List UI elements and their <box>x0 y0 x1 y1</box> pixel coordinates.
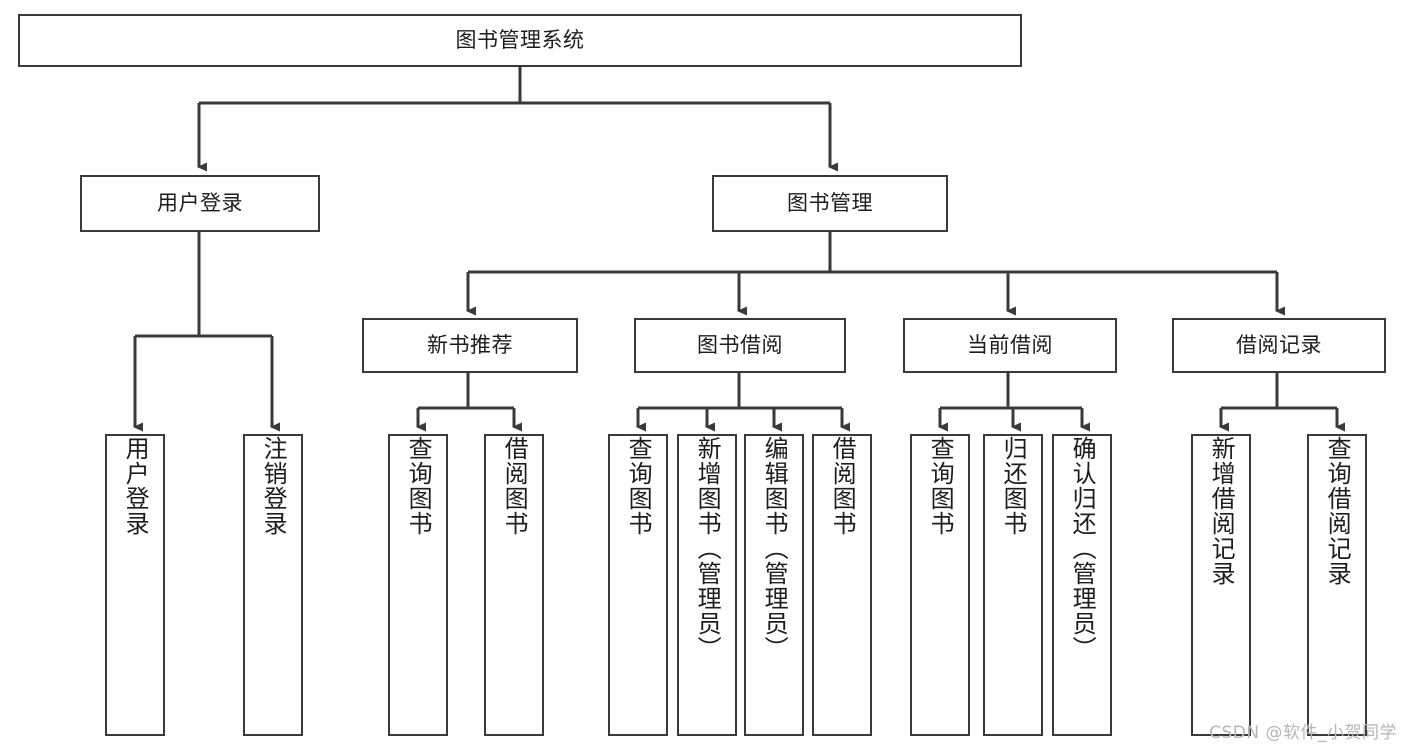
node-book-borrow[interactable]: 图书借阅 <box>634 318 846 373</box>
node-root-label: 图书管理系统 <box>455 27 585 52</box>
node-leaf-query-record[interactable]: 查询借阅记录 <box>1307 434 1367 736</box>
node-leaf-add-book-label: 新增图书（管理员） <box>693 436 722 661</box>
node-leaf-query-record-label: 查询借阅记录 <box>1323 436 1352 586</box>
csdn-watermark: CSDN @软件_小贺同学 <box>1209 723 1397 743</box>
node-leaf-query-book-2-label: 查询图书 <box>624 436 653 536</box>
node-leaf-add-book[interactable]: 新增图书（管理员） <box>677 434 737 736</box>
node-borrow-record[interactable]: 借阅记录 <box>1172 318 1386 373</box>
node-leaf-edit-book[interactable]: 编辑图书（管理员） <box>744 434 804 736</box>
node-leaf-return-book-label: 归还图书 <box>999 436 1028 536</box>
node-leaf-borrow-book-1[interactable]: 借阅图书 <box>484 434 544 736</box>
node-leaf-confirm-return-label: 确认归还（管理员） <box>1068 436 1097 661</box>
node-root[interactable]: 图书管理系统 <box>18 14 1022 67</box>
node-current-borrow-label: 当前借阅 <box>967 332 1053 357</box>
node-leaf-query-book-3-label: 查询图书 <box>926 436 955 536</box>
node-borrow-record-label: 借阅记录 <box>1236 332 1322 357</box>
node-leaf-borrow-book-1-label: 借阅图书 <box>500 436 529 536</box>
node-new-book-recommend[interactable]: 新书推荐 <box>362 318 578 373</box>
node-leaf-add-record[interactable]: 新增借阅记录 <box>1191 434 1251 736</box>
node-leaf-edit-book-label: 编辑图书（管理员） <box>760 436 789 661</box>
node-leaf-add-record-label: 新增借阅记录 <box>1207 436 1236 586</box>
node-book-manage[interactable]: 图书管理 <box>712 175 948 232</box>
node-leaf-borrow-book-2-label: 借阅图书 <box>828 436 857 536</box>
node-leaf-user-login[interactable]: 用户登录 <box>105 434 165 736</box>
node-leaf-query-book-2[interactable]: 查询图书 <box>608 434 668 736</box>
node-user-login-label: 用户登录 <box>157 190 243 215</box>
node-leaf-logout[interactable]: 注销登录 <box>243 434 303 736</box>
node-leaf-query-book-3[interactable]: 查询图书 <box>910 434 970 736</box>
node-leaf-borrow-book-2[interactable]: 借阅图书 <box>812 434 872 736</box>
node-current-borrow[interactable]: 当前借阅 <box>903 318 1117 373</box>
node-leaf-user-login-label: 用户登录 <box>121 436 150 536</box>
node-leaf-query-book-1[interactable]: 查询图书 <box>388 434 448 736</box>
node-leaf-query-book-1-label: 查询图书 <box>404 436 433 536</box>
node-book-manage-label: 图书管理 <box>787 190 873 215</box>
node-book-borrow-label: 图书借阅 <box>697 332 783 357</box>
node-leaf-return-book[interactable]: 归还图书 <box>983 434 1043 736</box>
node-user-login[interactable]: 用户登录 <box>80 175 320 232</box>
node-leaf-logout-label: 注销登录 <box>259 436 288 536</box>
node-leaf-confirm-return[interactable]: 确认归还（管理员） <box>1052 434 1112 736</box>
node-new-book-recommend-label: 新书推荐 <box>427 332 513 357</box>
